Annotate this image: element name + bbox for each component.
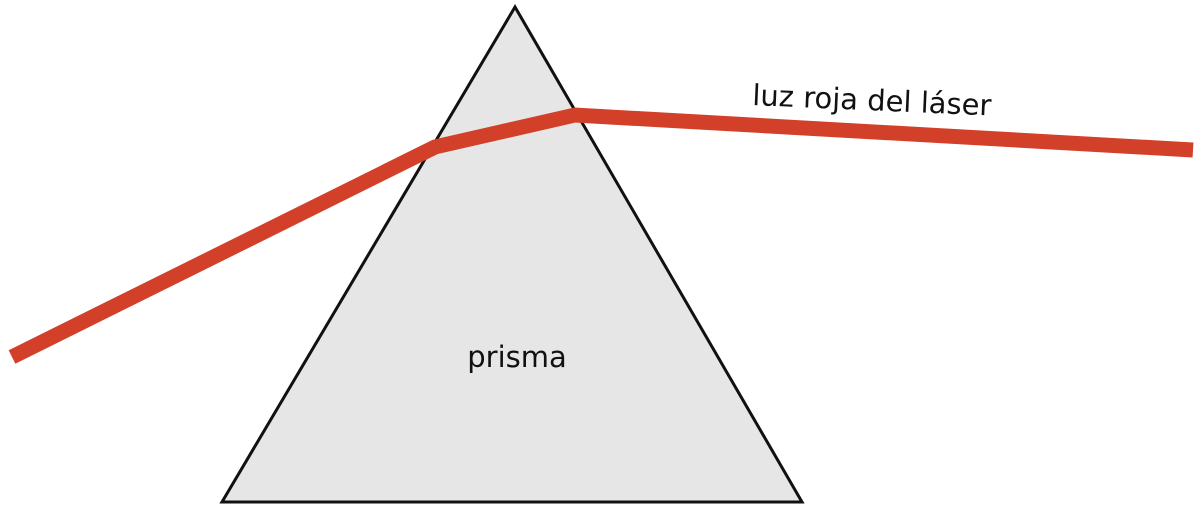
- laser-beam: [8, 107, 1194, 364]
- prism-triangle: [219, 4, 805, 504]
- laser-label: luz roja del láser: [752, 78, 993, 122]
- prism-label: prisma: [467, 340, 567, 374]
